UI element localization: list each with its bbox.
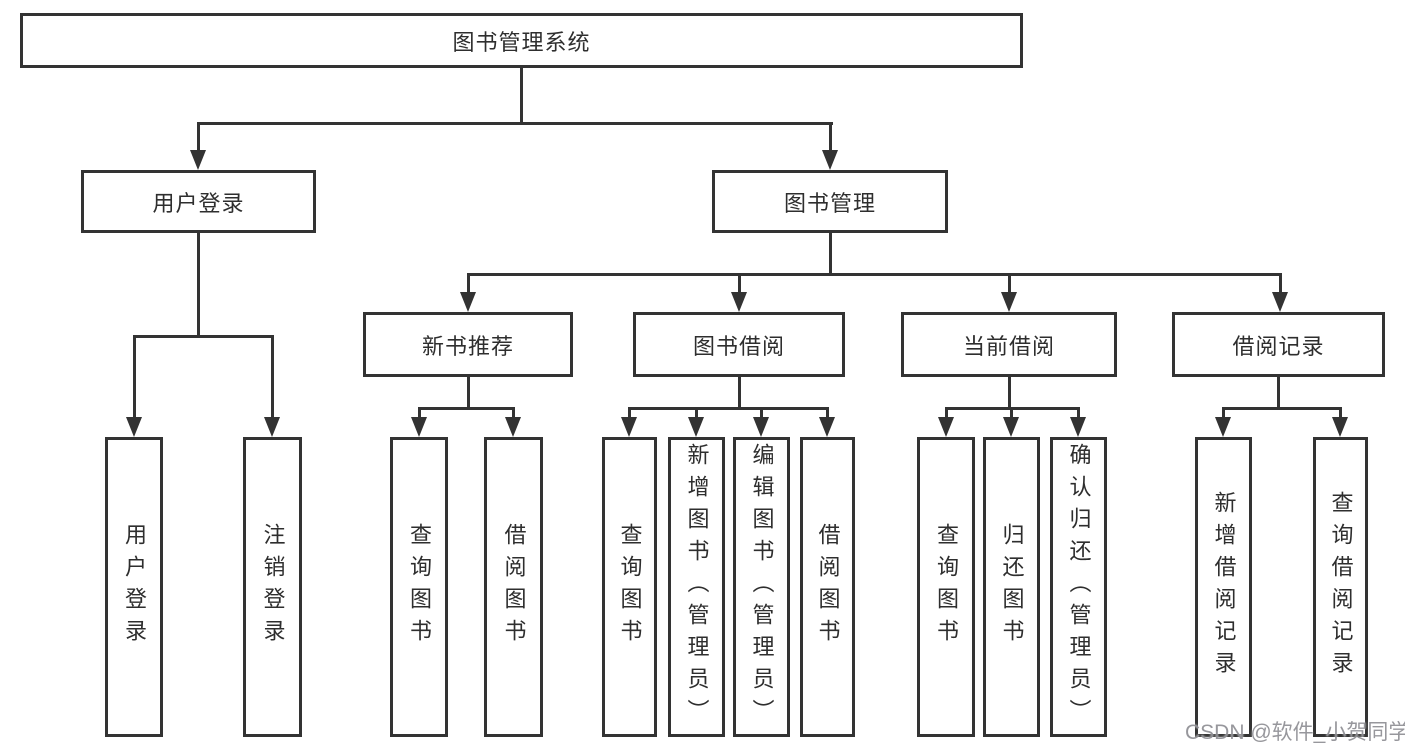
node-user-login: 用户登录 [81,170,316,233]
csdn-watermark: CSDN @软件_小贺同学 [1185,721,1405,744]
connector-line [945,407,948,419]
arrowhead-down [822,150,838,170]
leaf-return-books: 归还图书 [983,437,1040,737]
leaf-user-login: 用户登录 [105,437,163,737]
connector-line [467,375,470,407]
connector-line [418,407,421,419]
connector-line [197,122,200,154]
arrowhead-down [190,150,206,170]
connector-line [520,66,523,122]
connector-line [1339,407,1342,419]
connector-line [738,375,741,407]
connector-line [512,407,515,419]
leaf-borrow-books: 借阅图书 [800,437,855,737]
connector-line [1279,273,1282,295]
node-new-book-recommendation: 新书推荐 [363,312,573,377]
arrowhead-down [126,417,142,437]
arrowhead-down [460,292,476,312]
leaf-query-books-current: 查询图书 [917,437,975,737]
leaf-logout: 注销登录 [243,437,302,737]
connector-line [271,335,274,419]
connector-line [418,407,515,410]
arrowhead-down [753,417,769,437]
connector-line [197,122,833,125]
connector-line [1010,407,1013,419]
connector-line [1008,273,1011,295]
arrowhead-down [1070,417,1086,437]
leaf-add-borrow-record: 新增借阅记录 [1195,437,1252,737]
arrowhead-down [621,417,637,437]
arrowhead-down [1272,292,1288,312]
leaf-confirm-return-admin: 确认归还（管理员） [1050,437,1107,737]
connector-line [628,407,631,419]
arrowhead-down [731,292,747,312]
leaf-edit-books-admin: 编辑图书（管理员） [733,437,790,737]
node-current-borrowing: 当前借阅 [901,312,1117,377]
leaf-borrow-books-recommend: 借阅图书 [484,437,543,737]
connector-line [829,122,832,154]
connector-line [628,407,829,410]
arrowhead-down [1003,417,1019,437]
leaf-add-books-admin: 新增图书（管理员） [668,437,725,737]
node-book-borrowing: 图书借阅 [633,312,845,377]
connector-line [1222,407,1225,419]
connector-line [695,407,698,419]
connector-line [1077,407,1080,419]
leaf-query-books-recommend: 查询图书 [390,437,448,737]
connector-line [133,335,274,338]
connector-line [760,407,763,419]
connector-line [1277,375,1280,407]
arrowhead-down [264,417,280,437]
arrowhead-down [938,417,954,437]
connector-line [738,273,741,295]
connector-line [197,231,200,335]
arrowhead-down [505,417,521,437]
connector-line [1222,407,1341,410]
connector-line [1008,375,1011,407]
connector-line [467,273,470,295]
leaf-query-borrow-record: 查询借阅记录 [1313,437,1368,737]
arrowhead-down [819,417,835,437]
node-book-management: 图书管理 [712,170,948,233]
leaf-query-books-borrowing: 查询图书 [602,437,657,737]
connector-line [826,407,829,419]
arrowhead-down [1332,417,1348,437]
connector-line [467,273,1282,276]
arrowhead-down [688,417,704,437]
arrowhead-down [1215,417,1231,437]
arrowhead-down [1001,292,1017,312]
node-root: 图书管理系统 [20,13,1023,68]
connector-line [133,335,136,419]
connector-line [829,231,832,273]
node-borrowing-records: 借阅记录 [1172,312,1385,377]
arrowhead-down [411,417,427,437]
